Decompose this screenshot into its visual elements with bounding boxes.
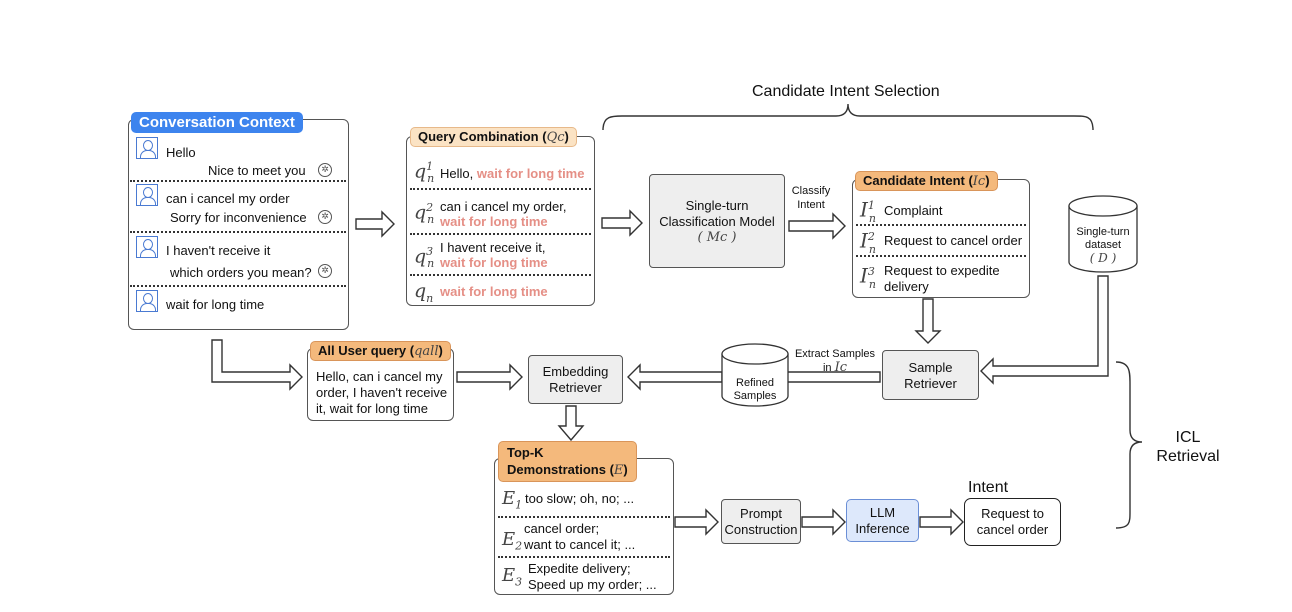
classify-intent-label: Classify Intent (791, 185, 831, 211)
demo-separator (498, 516, 670, 518)
prompt-construction-box: Prompt Construction (721, 499, 801, 544)
arrow-query-to-model (601, 209, 643, 237)
intent-symbol: I2n (860, 228, 876, 256)
bot-message: Sorry for inconvenience (170, 210, 307, 225)
demo-row-text: cancel order; (524, 521, 600, 536)
classification-model-symbol: ( Mc ) (697, 230, 737, 245)
arrow-topk-to-prompt (674, 508, 719, 536)
demo-row-text: Expedite delivery; (528, 561, 631, 576)
top-k-title: Top-K Demonstrations (E) (498, 441, 637, 482)
query-combination-title-text: Query Combination ( (418, 129, 547, 144)
query-row-text: I havent receive it, (440, 240, 546, 255)
bot-logo-icon: ✲ (318, 163, 332, 177)
user-message: I haven't receive it (166, 243, 271, 258)
demo-symbol: E2 (502, 529, 523, 553)
sample-retriever-box: Sample Retriever (882, 350, 979, 400)
query-symbol: qn (414, 280, 434, 305)
query-row-text: can i cancel my order, (440, 199, 567, 214)
intent-output-header: Intent (968, 479, 1009, 496)
arrow-context-to-alluser (211, 339, 303, 391)
query-combination-title-close: ) (564, 129, 569, 144)
turn-separator (130, 231, 346, 233)
candidate-intent-selection-header: Candidate Intent Selection (752, 83, 940, 100)
query-symbol: q2n (414, 201, 435, 227)
query-combination-title: Query Combination (Qc) (410, 127, 577, 147)
arrow-llm-to-output (919, 508, 964, 536)
classification-model-line1: Single-turn (685, 198, 749, 213)
demo-separator (498, 556, 670, 558)
arrow-alluser-to-embedding (456, 363, 523, 391)
intent-row-text: Request to expedite (884, 263, 1000, 278)
all-user-query-line: it, wait for long time (316, 401, 428, 416)
intent-row-text-line2: delivery (884, 279, 929, 294)
query-separator (410, 188, 591, 190)
query-separator (410, 233, 591, 235)
query-row-highlight: wait for long time (440, 214, 548, 229)
all-user-query-line: order, I haven't receive (316, 385, 448, 400)
intent-row-text: Complaint (884, 203, 943, 218)
query-row-text: Hello, wait for long time (440, 166, 585, 181)
conversation-context-panel (128, 119, 349, 330)
demo-symbol: E3 (502, 565, 523, 589)
icl-retrieval-header: ICL Retrieval (1146, 428, 1230, 466)
refined-samples-label: Refined Samples (733, 377, 777, 402)
embedding-retriever-box: Embedding Retriever (528, 355, 623, 404)
extract-samples-label: Extract Samples in Ic (794, 348, 876, 375)
icl-line1: ICL (1175, 429, 1201, 446)
icl-line2: Retrieval (1156, 448, 1220, 465)
query-separator (410, 274, 591, 276)
refined-samples-cylinder (721, 354, 789, 407)
conversation-context-title: Conversation Context (131, 112, 303, 133)
user-message: Hello (166, 145, 196, 160)
classification-model-box: Single-turn Classification Model ( Mc ) (649, 174, 785, 268)
intent-symbol: I1n (860, 197, 876, 225)
arrow-prompt-to-llm (801, 508, 846, 536)
single-turn-dataset-label: Single-turn dataset ( D ) (1076, 226, 1130, 265)
bot-logo-icon: ✲ (318, 210, 332, 224)
user-message: can i cancel my order (166, 191, 290, 206)
query-combination-symbol: Qc (546, 130, 565, 145)
user-avatar-icon (136, 290, 158, 312)
arrow-dataset-to-sample (980, 275, 1109, 385)
bot-message: Nice to meet you (208, 163, 306, 178)
demo-row-text-line2: Speed up my order; ... (528, 577, 657, 592)
user-avatar-icon (136, 137, 158, 159)
all-user-query-line: Hello, can i cancel my (316, 369, 443, 384)
intent-row-text: Request to cancel order (884, 233, 1023, 248)
llm-inference-box: LLM Inference (846, 499, 919, 542)
bot-logo-icon: ✲ (318, 264, 332, 278)
user-message: wait for long time (166, 297, 265, 312)
demo-row-text-line2: want to cancel it; ... (524, 537, 636, 552)
intent-output-box: Request to cancel order (964, 498, 1061, 546)
intent-separator (856, 255, 1026, 257)
bot-message: which orders you mean? (170, 265, 312, 280)
turn-separator (130, 285, 346, 287)
all-user-query-title: All User query (qall) (310, 341, 451, 361)
user-avatar-icon (136, 184, 158, 206)
intent-symbol: I3n (860, 263, 876, 291)
intent-separator (856, 224, 1026, 226)
query-row-text: wait for long time (440, 284, 548, 299)
query-symbol: q3n (414, 245, 435, 271)
query-symbol: q1n (414, 160, 435, 186)
query-combination-panel (406, 136, 595, 306)
demo-row-text: too slow; oh, no; ... (525, 491, 635, 506)
arrow-intent-to-sample (914, 298, 942, 344)
candidate-selection-brace (602, 103, 1094, 131)
arrow-embedding-to-topk (557, 405, 585, 442)
arrow-model-to-intent (788, 212, 846, 240)
arrow-refined-to-embedding (627, 363, 723, 391)
candidate-intent-title: Candidate Intent (Ic) (855, 171, 998, 191)
arrow-context-to-query (355, 210, 395, 238)
classification-model-line2: Classification Model (659, 214, 775, 229)
turn-separator (130, 180, 346, 182)
demo-symbol: E1 (502, 488, 523, 512)
icl-retrieval-brace (1115, 361, 1143, 529)
user-avatar-icon (136, 236, 158, 258)
query-row-highlight: wait for long time (440, 255, 548, 270)
candidate-intent-panel (852, 179, 1030, 298)
